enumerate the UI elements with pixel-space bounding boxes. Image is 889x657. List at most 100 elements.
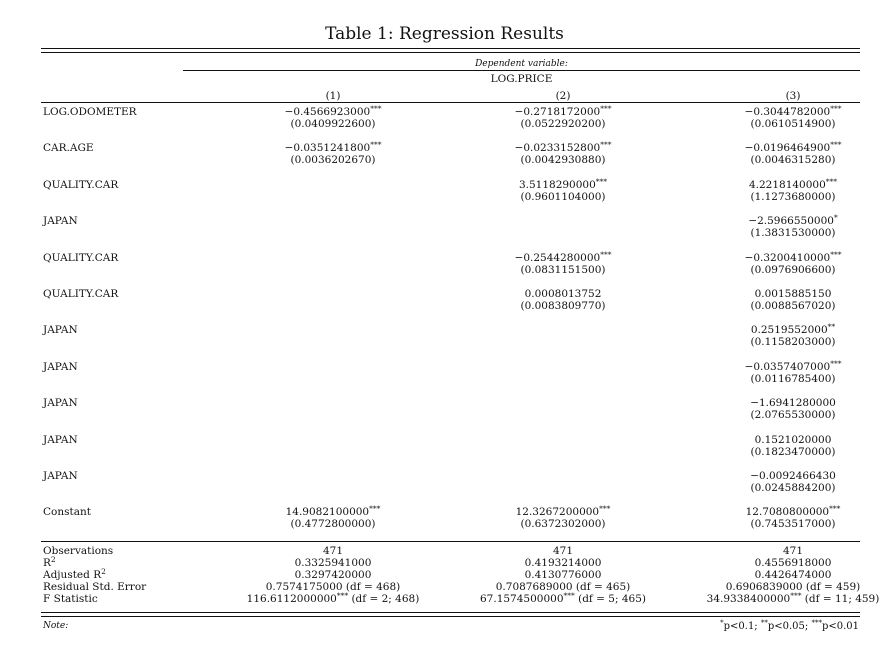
- stat-value-df: (df = 2; 468): [348, 593, 420, 605]
- coefficient-number: 3.5118290000: [518, 178, 596, 191]
- coefficient-value: −0.0351241800***: [284, 141, 382, 155]
- significance-stars: ***: [599, 504, 611, 514]
- coefficient-number: −0.0092466430: [750, 470, 836, 482]
- standard-error-cell: (1.3831530000): [750, 227, 836, 240]
- stat-label: Residual Std. Error: [43, 581, 146, 594]
- coefficient-cell: −0.0233152800***: [448, 140, 678, 155]
- stat-value-main: 0.4193214000: [524, 557, 602, 569]
- significance-stars: ***: [369, 504, 381, 514]
- coefficient-number: −0.2718172000: [514, 106, 601, 118]
- row-label: JAPAN: [43, 324, 78, 337]
- coefficient-cell: −2.5966550000*: [678, 214, 889, 228]
- table-title: Table 1: Regression Results: [325, 24, 564, 44]
- bottom-rule: [41, 612, 860, 613]
- stat-value: 0.7087689000 (df = 465): [448, 581, 678, 594]
- coefficient-value: 0.0015885150: [755, 288, 832, 301]
- coefficient-cell: 0.1521020000: [678, 434, 889, 447]
- stat-label-text: Residual Std. Error: [43, 581, 147, 593]
- stat-label: Observations: [43, 545, 113, 558]
- coefficient-value: 12.7080800000***: [745, 505, 841, 519]
- stat-value-df: (df = 5; 465): [574, 593, 646, 605]
- coefficient-value: −0.0357407000***: [744, 358, 842, 374]
- coefficient-cell: −0.2718172000***: [448, 104, 678, 119]
- stat-value-main: 0.7574175000 (df = 468): [265, 581, 401, 593]
- stat-value: 0.4556918000: [678, 557, 889, 570]
- bottom-rule-2: [41, 616, 860, 617]
- coefficient-value: 3.5118290000***: [518, 176, 608, 192]
- coefficient-value: −0.0092466430: [750, 470, 836, 483]
- stat-value-main: 471: [322, 545, 344, 557]
- stat-value-df: (df = 11; 459): [801, 593, 880, 605]
- coefficient-value: −0.2718172000***: [514, 104, 612, 119]
- coefficient-number: −0.0196464900: [744, 142, 831, 155]
- standard-error-cell: (0.0036202670): [290, 154, 376, 167]
- coefficient-number: −1.6941280000: [750, 397, 836, 410]
- significance-stars: **: [827, 322, 836, 332]
- coefficient-value: 0.2519552000**: [750, 322, 836, 337]
- significance-stars: ***: [600, 104, 612, 113]
- significance-stars: ***: [830, 249, 842, 259]
- standard-error-cell: (0.0245884200): [750, 482, 836, 494]
- stat-label-superscript: 2: [50, 555, 56, 564]
- stat-value: 0.7574175000 (df = 468): [218, 581, 448, 594]
- significance-stars: ***: [790, 591, 802, 600]
- stat-value: 116.6112000000*** (df = 2; 468): [218, 591, 448, 606]
- standard-error-cell: (2.0765530000): [750, 409, 836, 422]
- stat-value: 471: [448, 545, 678, 558]
- note-text: p<0.05;: [767, 621, 812, 632]
- coefficient-number: −0.0233152800: [514, 142, 601, 155]
- stat-value-main: 0.3325941000: [294, 557, 372, 569]
- stat-value-main: 0.4556918000: [754, 557, 832, 569]
- standard-error-cell: (0.0610514900): [750, 118, 836, 130]
- coefficient-number: −0.0357407000: [744, 360, 831, 373]
- coefficient-cell: −0.4566923000***: [218, 105, 448, 119]
- coefficient-value: −2.5966550000*: [748, 214, 837, 228]
- significance-stars: ***: [563, 591, 575, 600]
- coefficient-number: 12.7080800000: [745, 506, 830, 519]
- stat-value: 0.3325941000: [218, 557, 448, 570]
- significance-stars: ***: [595, 176, 608, 186]
- standard-error-cell: (0.0116785400): [750, 372, 836, 385]
- coefficient-cell: 12.3267200000***: [448, 504, 678, 519]
- coefficient-value: 0.0008013752: [525, 288, 602, 301]
- row-label: QUALITY.CAR: [43, 288, 119, 300]
- stat-value-main: 0.4426474000: [754, 569, 832, 581]
- stat-value: 0.4426474000: [678, 569, 889, 582]
- coefficient-cell: −0.3044782000***: [678, 105, 889, 119]
- coefficient-cell: 3.5118290000***: [448, 176, 678, 192]
- standard-error-cell: (0.1823470000): [750, 445, 836, 458]
- stat-value: 0.4193214000: [448, 557, 678, 570]
- significance-stars: ***: [336, 591, 349, 600]
- stat-value-main: 0.4130776000: [524, 569, 602, 581]
- coefficient-cell: 0.0008013752: [448, 288, 678, 301]
- coefficient-value: 0.1521020000: [755, 434, 832, 447]
- coefficient-number: −0.0351241800: [284, 142, 371, 155]
- significance-stars: ***: [600, 140, 612, 150]
- stat-label-superscript: 2: [101, 567, 106, 576]
- dependent-variable-label: Dependent variable:: [475, 59, 568, 69]
- coefficient-number: 0.2519552000: [750, 324, 828, 337]
- coefficient-number: 0.0008013752: [524, 288, 602, 300]
- dependent-variable-rule: [183, 70, 860, 71]
- column-header-3: (3): [785, 90, 801, 102]
- coefficient-number: −0.3044782000: [744, 106, 831, 118]
- stat-label-text: R: [43, 557, 51, 569]
- row-label: Constant: [43, 506, 91, 519]
- standard-error-cell: (0.0831151500): [520, 263, 606, 276]
- significance-stars: ***: [830, 358, 842, 368]
- standard-error-cell: (0.0042930880): [520, 154, 606, 167]
- standard-error-cell: (0.6372302000): [520, 518, 606, 531]
- coefficient-value: 14.9082100000***: [286, 504, 381, 519]
- coefficient-cell: −0.0092466430: [678, 470, 889, 483]
- coefficient-value: −0.0196464900***: [744, 141, 842, 155]
- note-stars: *: [720, 619, 724, 627]
- stat-value: 34.9338400000*** (df = 11; 459): [678, 591, 889, 606]
- coefficient-value: −0.3200410000***: [745, 249, 842, 265]
- stat-value: 471: [218, 545, 448, 558]
- standard-error-cell: (0.0088567020): [750, 300, 836, 312]
- coefficient-number: 0.0015885150: [754, 288, 832, 300]
- column-header-1: (1): [325, 90, 341, 102]
- stat-label-text: Observations: [43, 545, 114, 557]
- coefficient-cell: 0.0015885150: [678, 288, 889, 301]
- stat-label-text: Adjusted R: [43, 569, 102, 581]
